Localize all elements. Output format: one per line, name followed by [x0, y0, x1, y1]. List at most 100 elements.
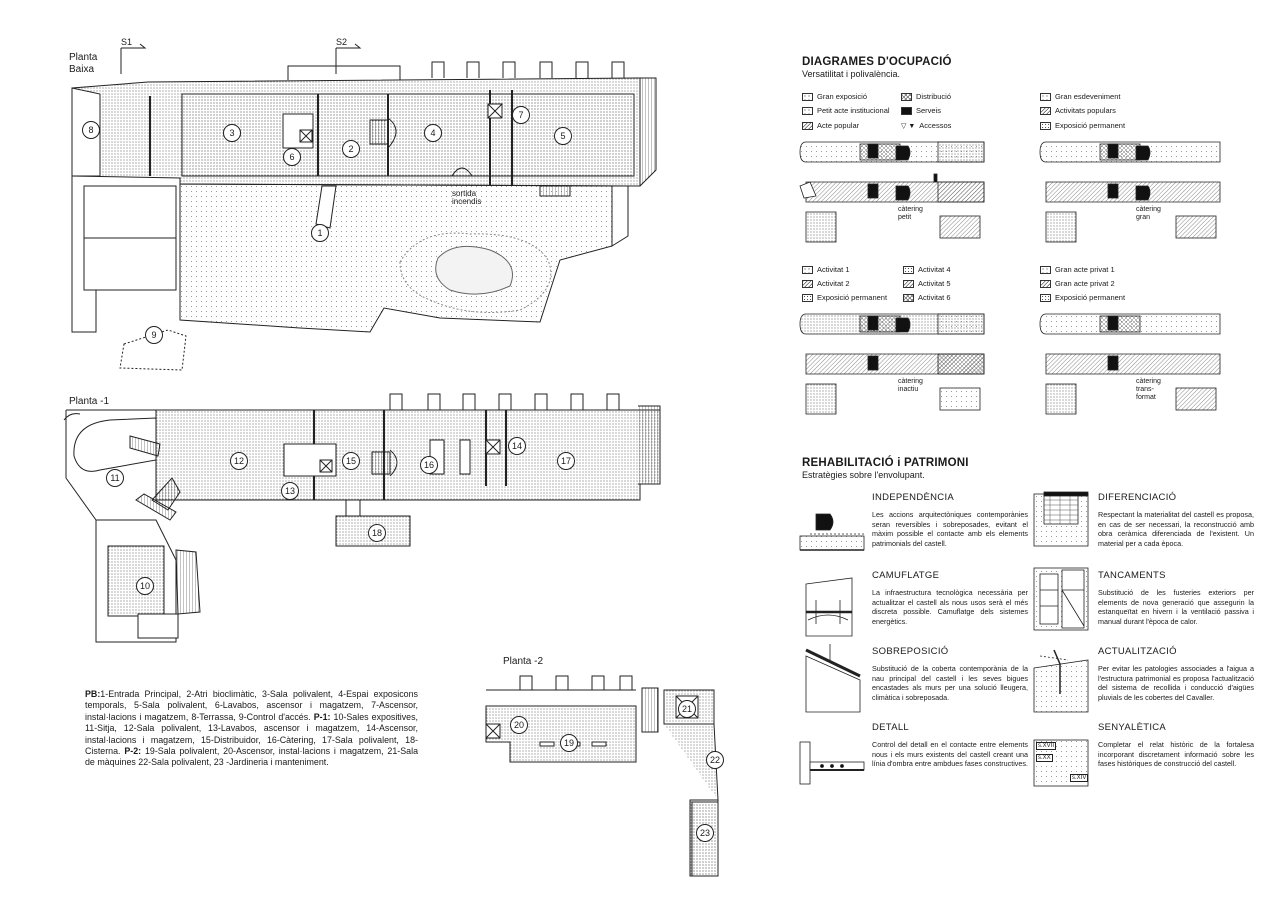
fire-exit-label-l1: sortida	[452, 189, 477, 198]
catering-label-4-l1: càtering	[1136, 378, 1161, 385]
legend-p1-label: P-1:	[313, 711, 331, 722]
dots-swatch	[1040, 293, 1051, 302]
diagram-bottom-left	[799, 313, 985, 415]
strategy-independencia-text: Les accions arquitectòniques contemporàn…	[872, 510, 1028, 548]
sparse-dots-swatch	[802, 92, 813, 101]
hatch-swatch	[903, 279, 914, 288]
room-20: 20	[510, 716, 528, 734]
legend-gran-acte-privat-1: Gran acte privat 1	[1040, 265, 1115, 274]
catering-label-2-l2: gran	[1136, 214, 1151, 221]
signage-tag-2: s.XX	[1036, 754, 1053, 762]
legend-activitat-1-label: Activitat 1	[817, 265, 850, 274]
room-3: 3	[223, 124, 241, 142]
legend-activitat-6: Activitat 6	[903, 293, 951, 302]
strategy-diferenciacio-text: Respectant la materialitat del castell e…	[1098, 510, 1254, 548]
room-11: 11	[106, 469, 124, 487]
legend-distribucio-label: Distribució	[916, 92, 952, 101]
diagram-top-right	[1039, 141, 1221, 243]
legend-gran-acte-privat-2-label: Gran acte privat 2	[1055, 279, 1115, 288]
room-19: 19	[560, 734, 578, 752]
legend-activitat-2-label: Activitat 2	[817, 279, 850, 288]
level-minus2-title: Planta -2	[503, 656, 544, 667]
sparse-dots-swatch	[1040, 265, 1051, 274]
level-minus1-plan	[63, 393, 661, 643]
ground-floor-plan	[71, 43, 657, 371]
strategy-tancaments-text: Substitució de les fusteries exteriors p…	[1098, 588, 1254, 626]
fire-exit-label-l2: incendis	[452, 197, 482, 206]
room-9: 9	[145, 326, 163, 344]
room-18: 18	[368, 524, 386, 542]
ground-title: Planta Baixa	[69, 52, 97, 76]
dots-swatch	[903, 265, 914, 274]
room-2: 2	[342, 140, 360, 158]
cross-hatch-swatch	[901, 92, 912, 101]
legend-activitat-5: Activitat 5	[903, 279, 951, 288]
catering-label-1-l1: càtering	[898, 206, 923, 213]
legend-accessos-label: Accessos	[919, 121, 952, 130]
ground-title-line2: Baixa	[69, 64, 95, 75]
room-15: 15	[342, 452, 360, 470]
strategy-camuflatge-title: CAMUFLATGE	[872, 570, 940, 581]
strategy-actualitzacio-title: ACTUALITZACIÓ	[1098, 646, 1177, 657]
legend-activitats-populars-label: Activitats populars	[1055, 106, 1116, 115]
room-6: 6	[283, 148, 301, 166]
legend-activitat-6-label: Activitat 6	[918, 293, 951, 302]
legend-distribucio: Distribució	[901, 92, 951, 101]
arrow-down-icon: ▽ ▼	[901, 122, 916, 130]
legend-exposicio-permanent-1: Exposició permanent	[1040, 121, 1125, 130]
legend-petit-acte: Petit acte institucional	[802, 106, 890, 115]
legend-gran-exposicio: Gran exposició	[802, 92, 867, 101]
legend-exposicio-permanent-2-label: Exposició permanent	[817, 293, 888, 302]
strategy-actualitzacio-text: Per evitar les patologies associades a l…	[1098, 664, 1254, 702]
strategy-senyaletica-title: SENYALÈTICA	[1098, 722, 1167, 733]
occupancy-diagrams	[799, 141, 1221, 415]
detail-icon	[799, 741, 865, 785]
strategy-senyaletica-text: Completar el relat històric de la fortal…	[1098, 740, 1254, 769]
legend-activitat-1: Activitat 1	[802, 265, 850, 274]
legend-p2-label: P-2:	[124, 746, 142, 757]
strategy-detall-text: Control del detall en el contacte entre …	[872, 740, 1028, 769]
signage-tag-3: s.XIV	[1070, 774, 1089, 782]
room-7: 7	[512, 106, 530, 124]
dots-swatch	[1040, 121, 1051, 130]
legend-pb-label: PB:	[85, 689, 101, 699]
diagram-top-left	[799, 141, 985, 243]
legend-activitat-2: Activitat 2	[802, 279, 850, 288]
legend-exposicio-permanent-1-label: Exposició permanent	[1055, 121, 1126, 130]
legend-acte-popular: Acte popular	[802, 121, 859, 130]
room-5: 5	[554, 127, 572, 145]
sparse-dots-swatch	[802, 265, 813, 274]
rooms-legend: PB:1-Entrada Principal, 2-Atri bioclimàt…	[85, 689, 418, 769]
strategy-detall-title: DETALL	[872, 722, 909, 733]
hatch-swatch	[802, 279, 813, 288]
room-13: 13	[281, 482, 299, 500]
legend-accessos: ▽ ▼Accessos	[901, 121, 951, 130]
legend-p2-text: 19-Sala polivalent, 20-Ascensor, instal·…	[85, 746, 419, 768]
legend-p1-text: 10-Sales expositives, 11-Sitja, 12-Sala …	[85, 711, 419, 757]
enclosures-icon	[1033, 567, 1089, 631]
legend-serveis: Serveis	[901, 106, 941, 115]
sparse-dots-swatch	[1040, 92, 1051, 101]
ground-title-line1: Planta	[69, 52, 98, 63]
section-s1: S1	[121, 37, 133, 47]
legend-gran-acte-privat-1-label: Gran acte privat 1	[1055, 265, 1115, 274]
legend-activitat-4-label: Activitat 4	[918, 265, 951, 274]
independence-icon	[799, 513, 865, 551]
legend-gran-acte-privat-2: Gran acte privat 2	[1040, 279, 1115, 288]
rehab-subtitle: Estratègies sobre l'envolupant.	[802, 470, 925, 480]
catering-label-4-l3: format	[1136, 394, 1156, 401]
occupancy-subtitle: Versatilitat i polivalència.	[802, 69, 901, 79]
legend-gran-esdeveniment-label: Gran esdeveniment	[1055, 92, 1121, 101]
room-4: 4	[424, 124, 442, 142]
dots-swatch	[802, 293, 813, 302]
level-minus1-title: Planta -1	[69, 396, 110, 407]
legend-serveis-label: Serveis	[916, 106, 942, 115]
legend-activitat-4: Activitat 4	[903, 265, 951, 274]
sparse-dots-swatch	[802, 106, 813, 115]
catering-label-3-l1: càtering	[898, 378, 923, 385]
room-16: 16	[420, 456, 438, 474]
